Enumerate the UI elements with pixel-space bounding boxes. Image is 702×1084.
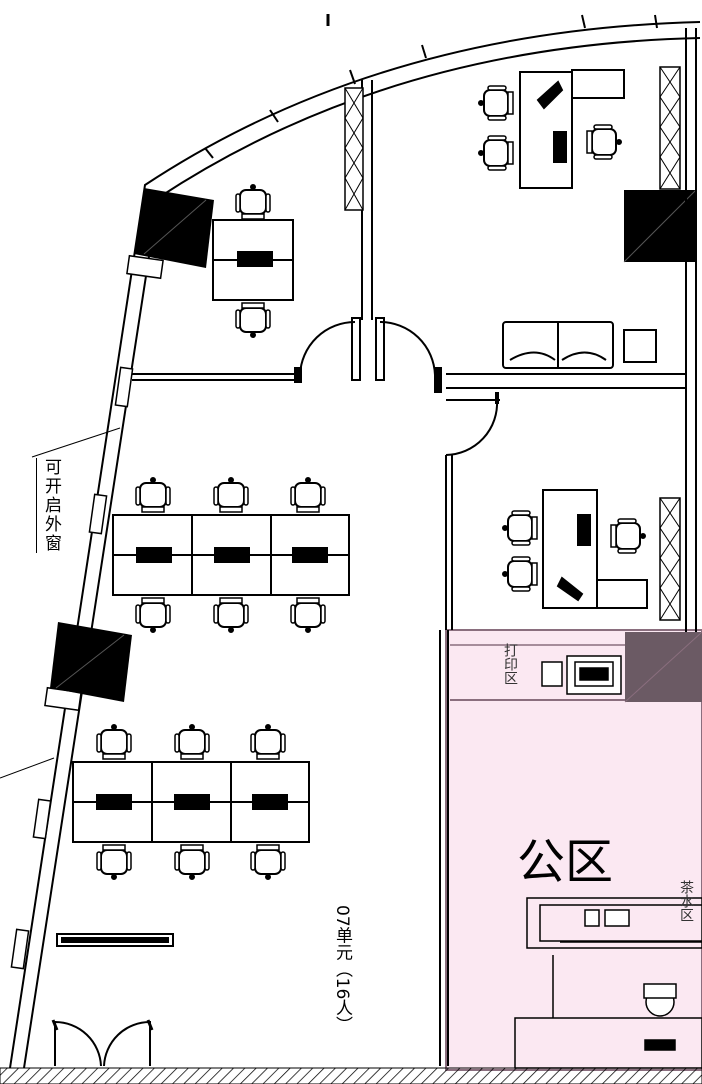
public-area-label: 公区 [517,834,614,890]
storage-cabinets [344,66,681,621]
curved-facade-wall [9,14,701,1069]
wall-shelf [56,933,174,947]
interior-walls [132,28,697,1066]
office-top-right [478,69,657,369]
window-note-label: 可开启外窗 [36,458,64,553]
window-note-leaders [0,427,121,779]
tea-area-label: 茶水区 [678,880,694,922]
printer-area [541,655,622,695]
facade-mullions [10,254,164,970]
office-lower-right [502,489,648,609]
workstation-cluster-small [212,184,294,338]
public-zone [445,629,702,1071]
print-area-label: 打印区 [502,643,518,685]
structural-columns [50,188,697,702]
bottom-wall-hatch [0,1067,702,1084]
workstation-row-1 [112,477,350,633]
doors [51,321,499,1067]
workstation-row-2 [72,724,310,880]
tea-area [514,897,702,1069]
unit-label: 07单元（16人） [332,905,352,1034]
